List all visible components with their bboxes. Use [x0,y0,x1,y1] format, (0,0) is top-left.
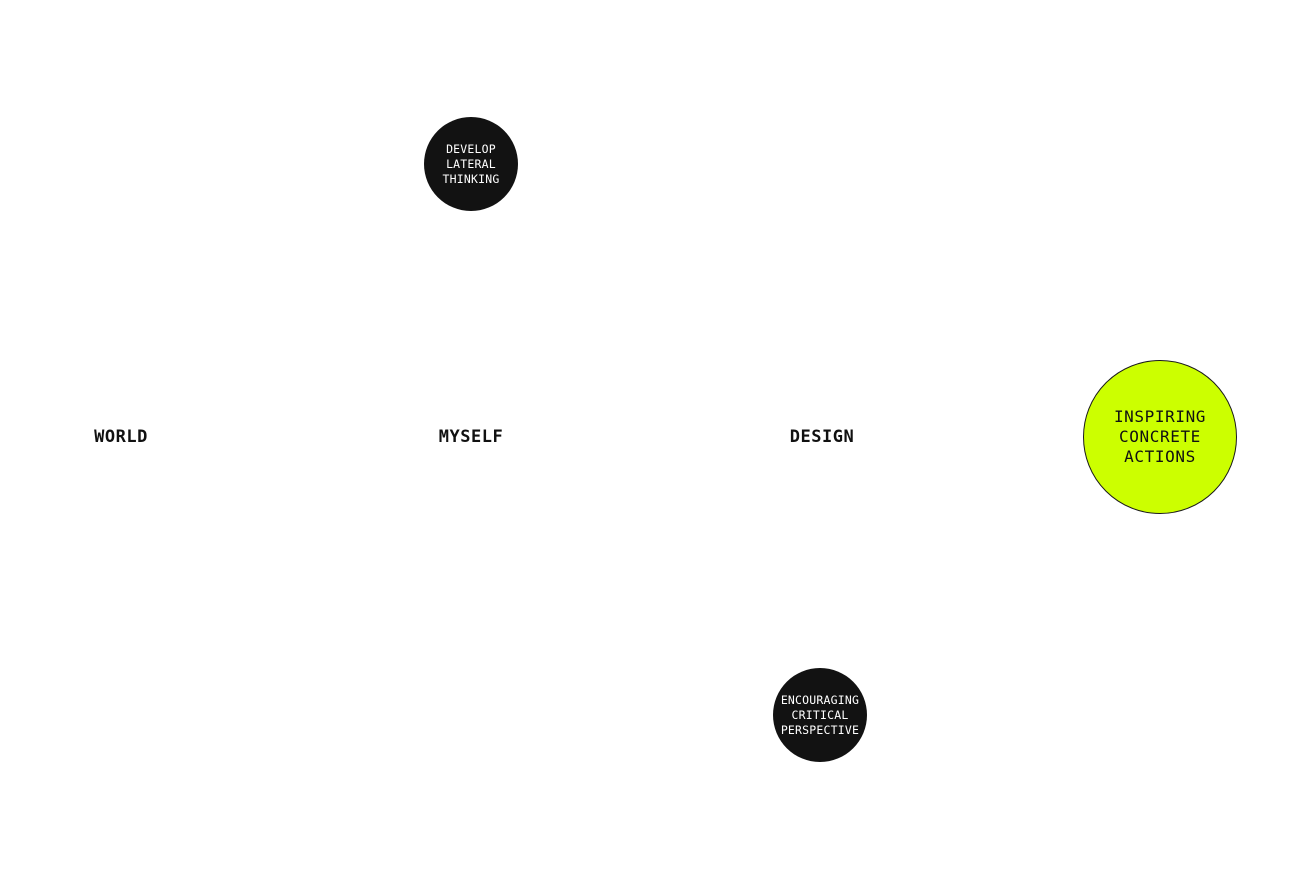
bubble-encouraging-critical-perspective-text: ENCOURAGING CRITICAL PERSPECTIVE [780,692,860,737]
node-label-myself: MYSELF [438,427,504,447]
node-label-design: DESIGN [789,427,855,447]
node-label-world: WORLD [94,427,148,447]
bubble-develop-lateral-thinking-text: DEVELOP LATERAL THINKING [442,141,500,186]
bubble-encouraging-critical-perspective[interactable]: ENCOURAGING CRITICAL PERSPECTIVE [773,668,867,762]
bubble-inspiring-concrete-actions[interactable]: INSPIRING CONCRETE ACTIONS [1083,360,1237,514]
bubble-inspiring-concrete-actions-text: INSPIRING CONCRETE ACTIONS [1113,407,1207,466]
bubble-develop-lateral-thinking[interactable]: DEVELOP LATERAL THINKING [424,117,518,211]
